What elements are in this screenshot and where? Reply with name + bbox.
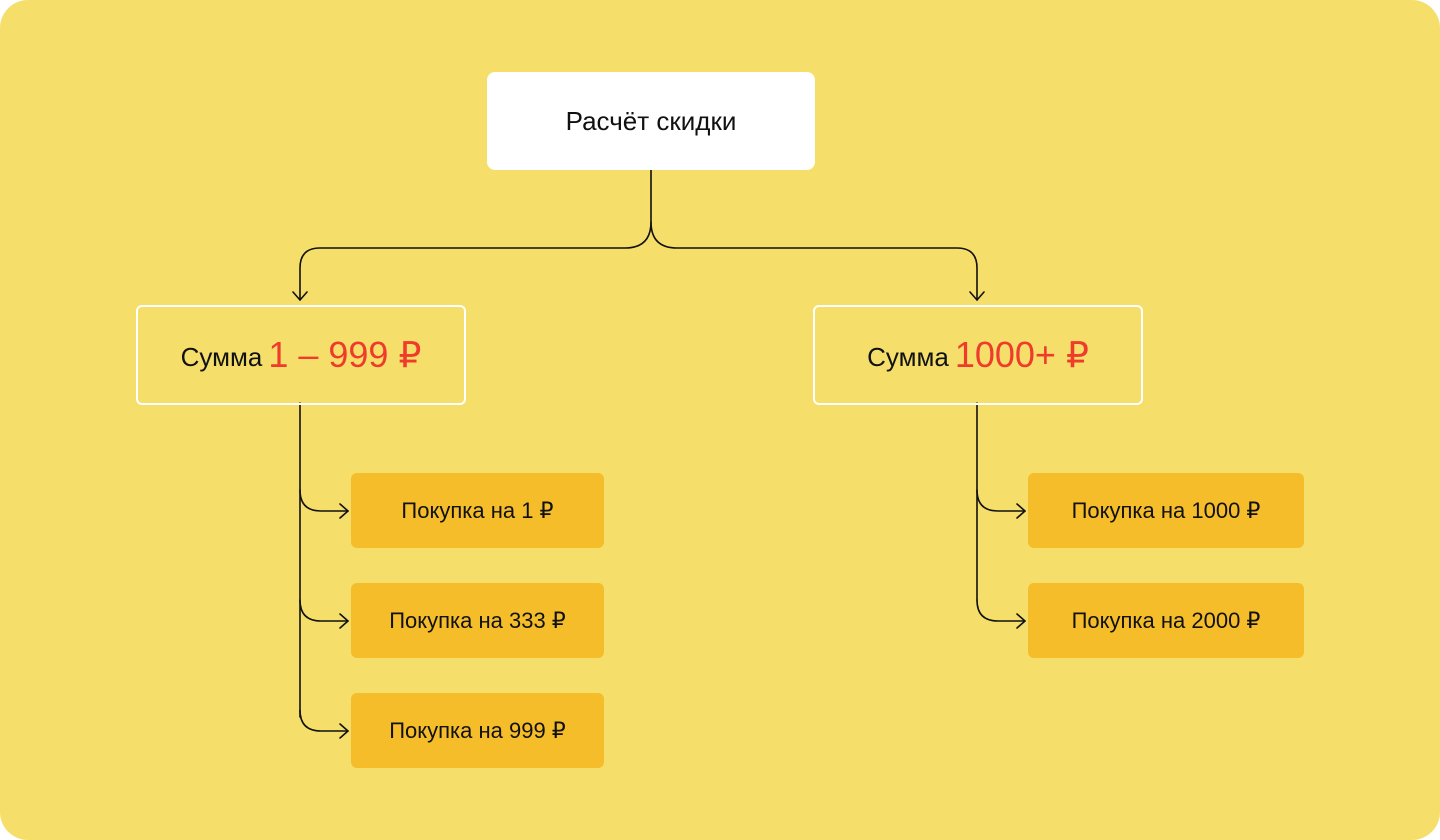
arrowhead-right-branch	[969, 291, 985, 301]
right-leaf-1-connector	[976, 489, 1026, 512]
branch-node-range: 1000+ ₽	[954, 334, 1089, 375]
leaf-node-label: Покупка на 1 ₽	[401, 497, 554, 523]
leaf-node-purchase-1: Покупка на 1 ₽	[351, 473, 604, 548]
leaf-node-label: Покупка на 999 ₽	[389, 717, 566, 743]
arrowhead-right-leaf-2	[1016, 613, 1026, 629]
root-right-line	[650, 221, 978, 301]
left-leaf-3-connector	[299, 709, 349, 732]
arrowhead-right-leaf-1	[1016, 503, 1026, 519]
left-leaf-1-connector	[299, 489, 349, 512]
branch-node-high-range: Сумма 1000+ ₽	[813, 305, 1143, 405]
arrowhead-left-branch	[292, 291, 308, 301]
root-node-label: Расчёт скидки	[565, 105, 737, 136]
leaf-node-purchase-333: Покупка на 333 ₽	[351, 583, 604, 658]
root-trunk-line	[299, 169, 652, 301]
leaf-node-purchase-1000: Покупка на 1000 ₽	[1028, 473, 1304, 548]
leaf-node-label: Покупка на 333 ₽	[389, 607, 566, 633]
leaf-node-label: Покупка на 1000 ₽	[1071, 497, 1261, 523]
leaf-node-purchase-2000: Покупка на 2000 ₽	[1028, 583, 1304, 658]
arrowhead-left-leaf-3	[339, 723, 349, 739]
branch-node-range: 1 – 999 ₽	[268, 334, 422, 375]
right-leaf-2-connector	[976, 599, 1026, 622]
branch-node-label: Сумма	[867, 341, 949, 372]
arrowhead-left-leaf-1	[339, 503, 349, 519]
leaf-node-purchase-999: Покупка на 999 ₽	[351, 693, 604, 768]
left-leaf-2-connector	[299, 599, 349, 622]
leaf-node-label: Покупка на 2000 ₽	[1071, 607, 1261, 633]
root-node: Расчёт скидки	[487, 72, 815, 170]
arrowhead-left-leaf-2	[339, 613, 349, 629]
branch-node-label: Сумма	[180, 341, 263, 372]
branch-node-low-range: Сумма 1 – 999 ₽	[136, 305, 466, 405]
